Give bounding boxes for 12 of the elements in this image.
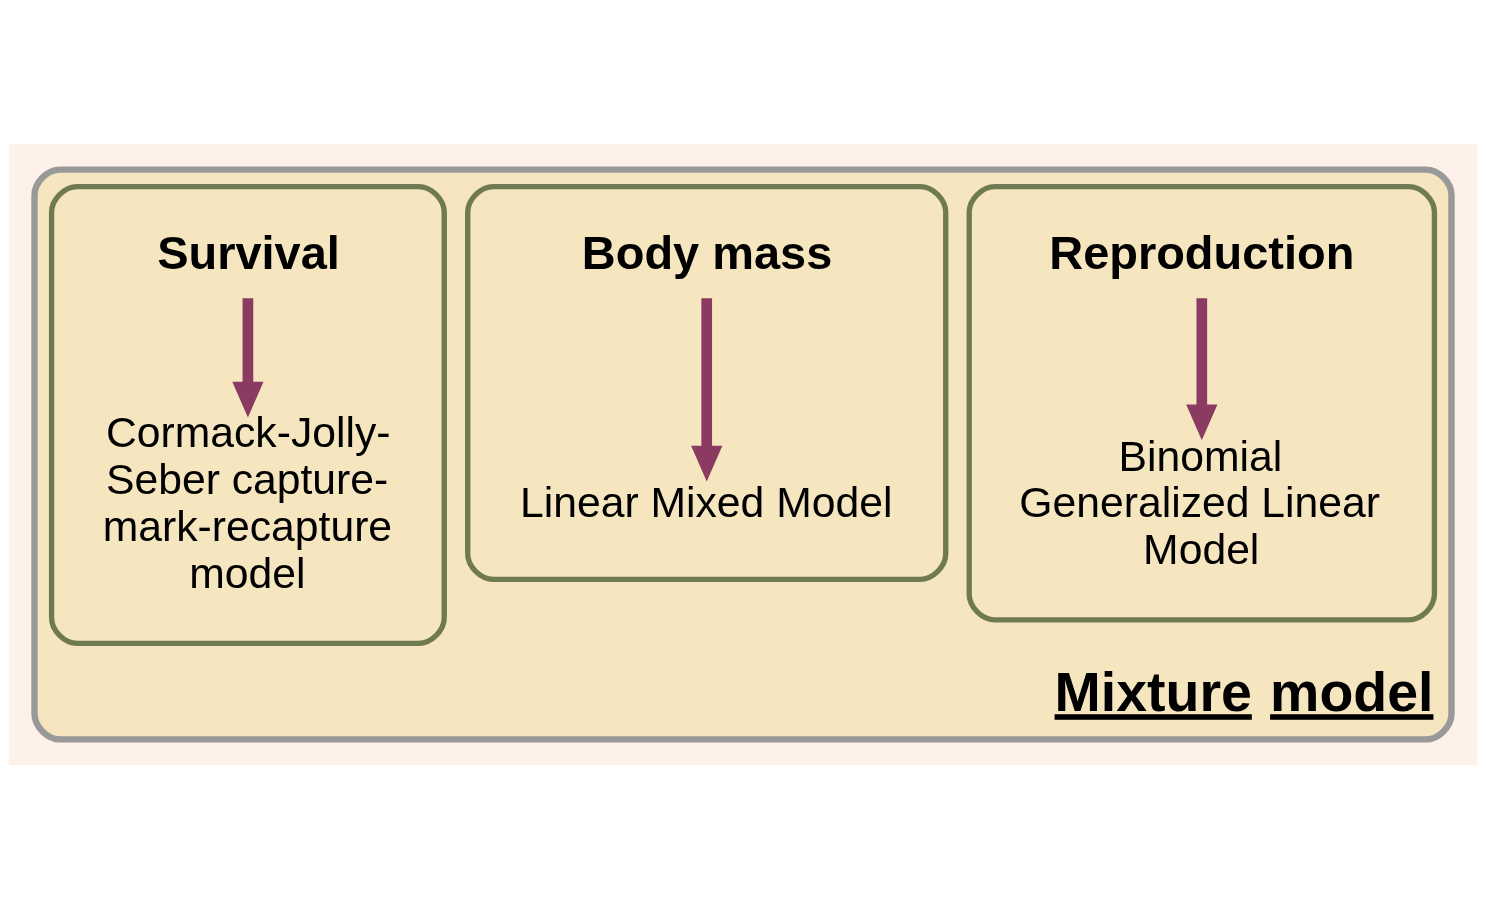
arrow — [232, 298, 264, 418]
node-text: Body mass — [581, 227, 833, 280]
node-text: Reproduction — [1049, 227, 1355, 280]
arrow — [1186, 298, 1218, 441]
arrow — [691, 298, 723, 482]
cluster — [966, 184, 1438, 623]
cluster — [465, 184, 949, 582]
cluster — [48, 184, 447, 647]
node-text: Binomial Generalized Linear Model — [1019, 431, 1380, 574]
node-text: Survival — [157, 227, 340, 280]
node-text: Linear Mixed Model — [519, 478, 893, 527]
node-text: Cormack-Jolly-Seber capture-mark-recapture model — [102, 408, 393, 597]
